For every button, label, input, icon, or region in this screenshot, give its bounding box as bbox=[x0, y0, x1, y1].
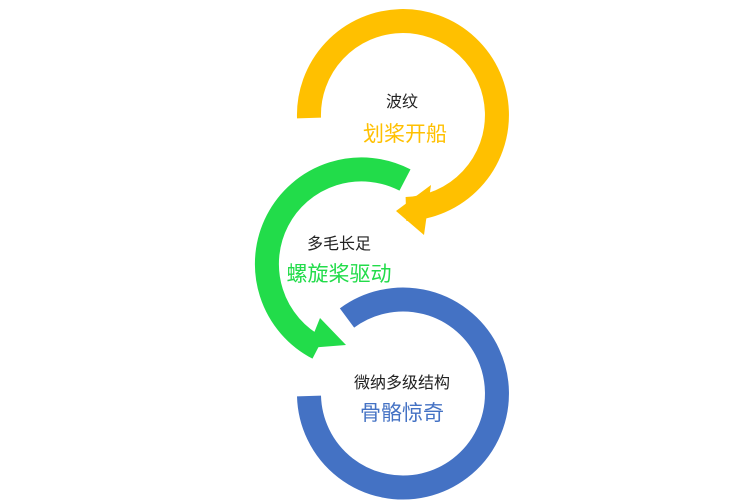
node-ripple-small-label: 波纹 bbox=[385, 92, 418, 111]
node-micro-big-label: 骨骼惊奇 bbox=[360, 401, 444, 425]
node-hair-big-label: 螺旋桨驱动 bbox=[286, 262, 392, 286]
green-arrowhead bbox=[308, 318, 346, 348]
node-ripple-big-label: 划桨开船 bbox=[363, 122, 447, 146]
yellow-arrowhead bbox=[396, 185, 431, 235]
blue-arc bbox=[297, 287, 509, 500]
yellow-arc bbox=[296, 9, 509, 221]
green-arc bbox=[254, 157, 411, 359]
node-micro-small-label: 微纳多级结构 bbox=[353, 373, 450, 392]
node-hair-small-label: 多毛长足 bbox=[306, 234, 371, 253]
